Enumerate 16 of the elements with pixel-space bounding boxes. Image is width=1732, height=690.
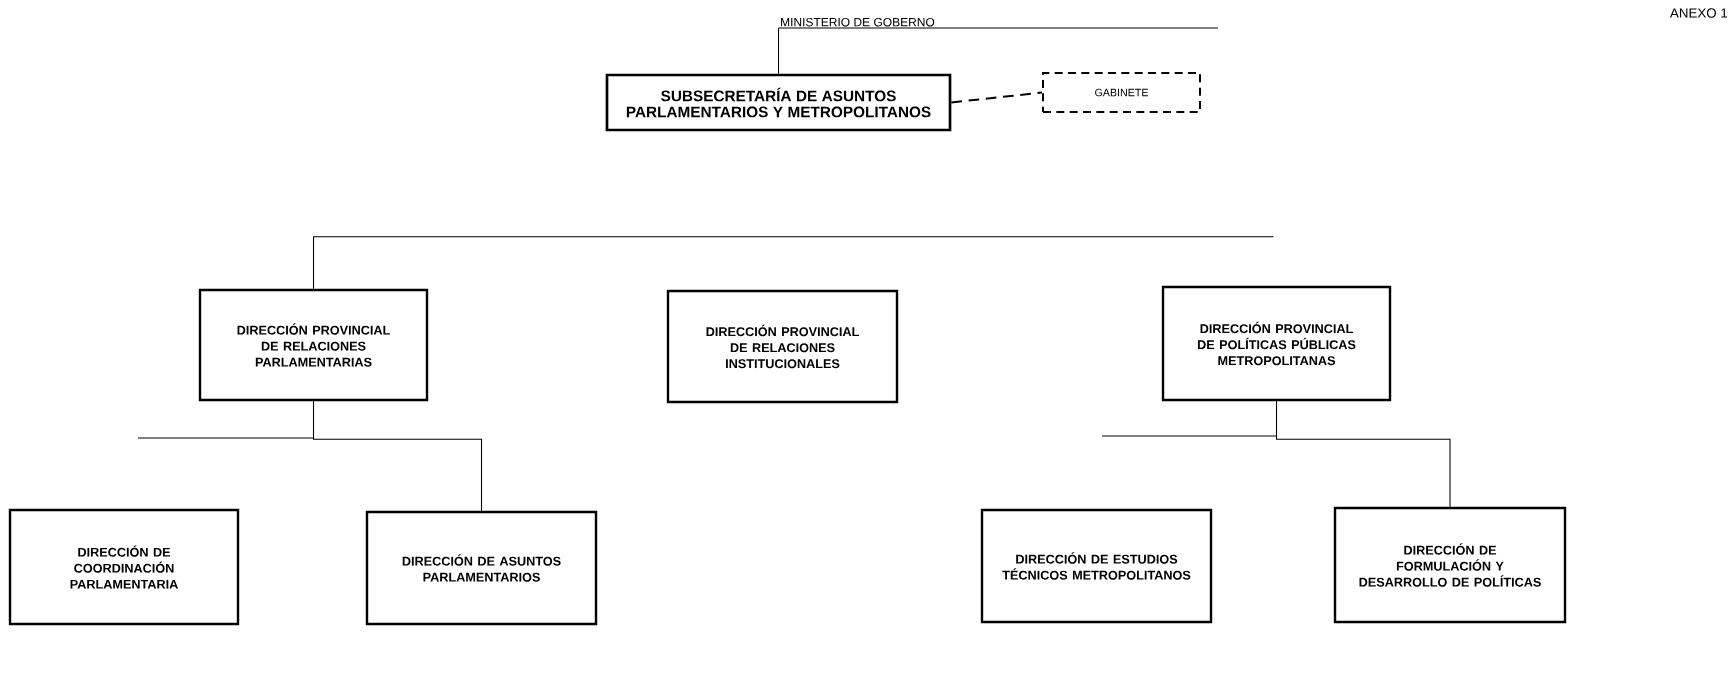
connector-line	[777, 27, 780, 75]
unit-box: DIRECCIÓN PROVINCIAL DE POLÍTICAS PÚBLICAS METROPOLITANAS	[1161, 285, 1392, 402]
unit-box: GABINETE	[1042, 72, 1201, 113]
connector-line	[950, 91, 1043, 104]
unit-box: DIRECCIÓN PROVINCIAL DE RELACIONES PARLAMENTARIAS	[198, 288, 429, 402]
unit-box: DIRECCIÓN DE COORDINACIÓN PARLAMENTARIA	[8, 508, 240, 626]
heading-text: MINISTERIO DE GOBERNO	[781, 17, 935, 27]
label-text: ANEXO 1	[1669, 8, 1728, 18]
connector-line	[1275, 400, 1451, 508]
connector-line	[312, 236, 1275, 290]
unit-box: DIRECCIÓN DE ESTUDIOS TÉCNICOS METROPOLITANOS	[980, 508, 1213, 624]
unit-box: SUBSECRETARÍA DE ASUNTOS PARLAMENTARIOS Y METROPOLITANOS	[605, 73, 952, 132]
unit-box: DIRECCIÓN PROVINCIAL DE RELACIONES INSTITUCIONALES	[666, 289, 899, 404]
unit-box: DIRECCIÓN DE ASUNTOS PARLAMENTARIOS	[365, 510, 598, 626]
unit-box: DIRECCIÓN DE FORMULACIÓN Y DESARROLLO DE POLÍTICAS	[1333, 506, 1567, 624]
connector-line	[312, 400, 483, 512]
